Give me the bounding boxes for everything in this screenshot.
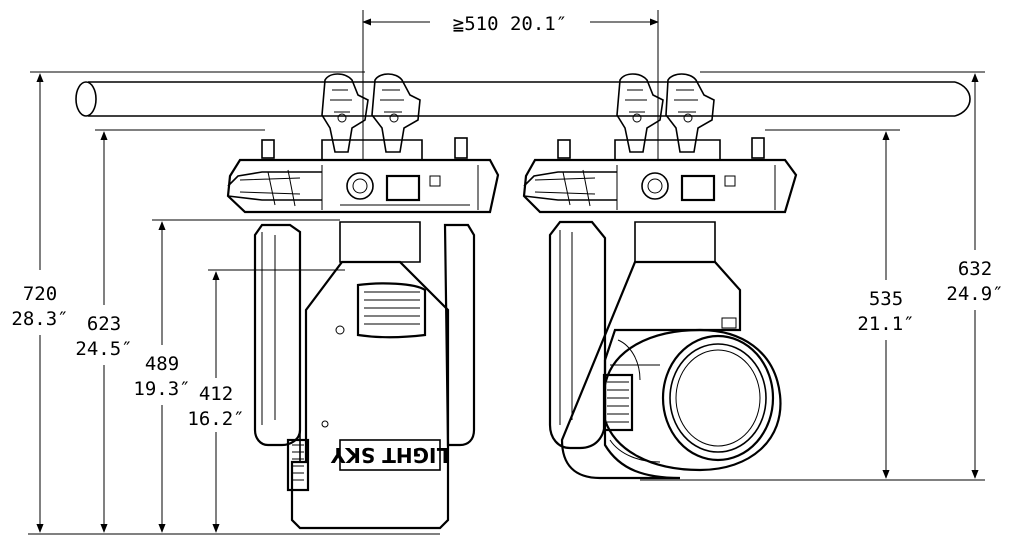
dim-632-mm: 632 xyxy=(958,258,992,280)
left-fixture: LIGHT SKY xyxy=(226,73,500,530)
truss-pipe xyxy=(75,81,971,117)
dim-535-mm: 535 xyxy=(869,288,903,310)
dim-412-in: 16.2″ xyxy=(187,408,244,430)
dim-720-in: 28.3″ xyxy=(11,308,68,330)
dimension-lines xyxy=(28,10,985,535)
dim-623-mm: 623 xyxy=(87,313,121,335)
dim-489-mm: 489 xyxy=(145,353,179,375)
left-clamps xyxy=(321,73,421,153)
dim-489-in: 19.3″ xyxy=(133,378,190,400)
right-clamps xyxy=(616,73,715,153)
right-fixture xyxy=(522,73,798,480)
dim-632-in: 24.9″ xyxy=(946,283,1003,305)
dim-412-mm: 412 xyxy=(199,383,233,405)
logo-text: LIGHT SKY xyxy=(330,443,449,467)
dim-width-label: ≧510 20.1″ xyxy=(453,13,567,35)
dim-720-mm: 720 xyxy=(23,283,57,305)
dimension-labels: ≧510 20.1″ 720 28.3″ 623 24.5″ 489 19.3″… xyxy=(11,13,1003,430)
dim-623-in: 24.5″ xyxy=(75,338,132,360)
dim-535-in: 21.1″ xyxy=(857,313,914,335)
